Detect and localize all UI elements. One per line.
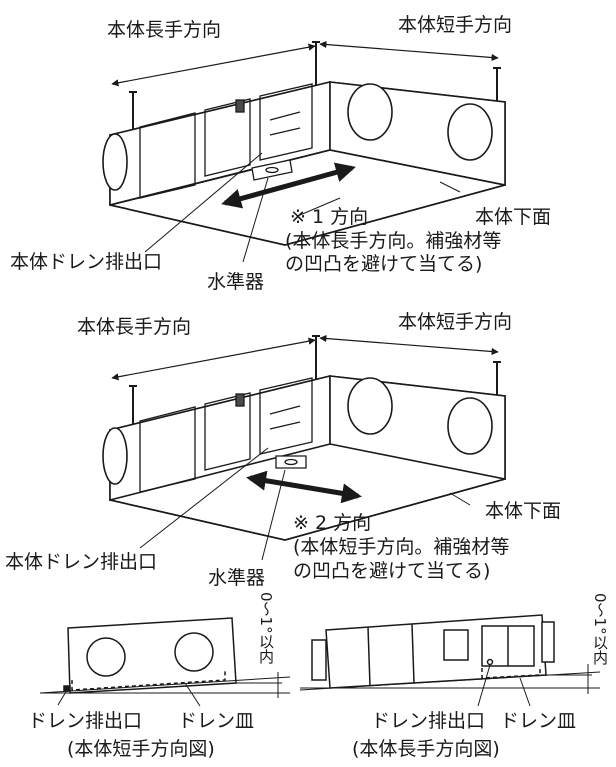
bottom-face-label-1: 本体下面 (475, 206, 552, 228)
direction-arrow-2 (246, 470, 362, 504)
duct-collars-1 (102, 83, 493, 191)
tilt-label-left: 0〜1°以内 (257, 592, 275, 664)
drain-outlet-label-right: ドレン排出口 (371, 710, 486, 732)
orientation-note-1: ※ 1 方向 (290, 206, 369, 228)
caption-left: (本体短手方向図) (67, 738, 215, 760)
long-direction-label-2: 本体長手方向 (77, 316, 192, 338)
side-view-long (311, 614, 555, 689)
drain-outlet-label-2: 本体ドレン排出口 (5, 551, 158, 573)
tilt-indicator-right (299, 664, 601, 694)
direction-arrow-1 (221, 162, 356, 209)
leader-lines-2 (139, 447, 471, 561)
internal-panels-1 (139, 83, 313, 199)
drain-outlet-label-left: ドレン排出口 (28, 710, 143, 732)
side-view-short (63, 617, 237, 694)
orientation-detail-2b: の凹凸を避けて当てる) (293, 560, 491, 582)
duct-collars-2 (102, 377, 493, 485)
tilt-indicator-left (39, 672, 291, 698)
drain-pan-label-left: ドレン皿 (178, 710, 255, 732)
level-label-2: 水準器 (208, 567, 266, 589)
orientation-note-2: ※ 2 方向 (293, 512, 372, 534)
bottom-face-label-2: 本体下面 (485, 500, 562, 522)
long-direction-label-1: 本体長手方向 (107, 19, 222, 41)
drain-pan-label-right: ドレン皿 (500, 710, 577, 732)
drain-outlet-label-1: 本体ドレン排出口 (10, 251, 163, 273)
tilt-label-right: 0〜1°以内 (591, 593, 609, 665)
dimension-lines-1 (111, 40, 499, 87)
orientation-detail-1b: の凹凸を避けて当てる) (285, 253, 483, 275)
orientation-detail-1a: (本体長手方向。補強材等 (285, 230, 502, 252)
internal-panels-2 (139, 377, 313, 493)
dimension-lines-2 (111, 334, 499, 381)
orientation-detail-2a: (本体短手方向。補強材等 (293, 536, 510, 558)
leaders-right (477, 664, 531, 707)
level-label-1: 水準器 (207, 271, 265, 293)
short-direction-label-1: 本体短手方向 (398, 14, 513, 36)
short-direction-label-2: 本体短手方向 (398, 311, 513, 333)
caption-right: (本体長手方向図) (352, 738, 500, 760)
level-tool-2 (275, 455, 307, 469)
leader-lines-1 (144, 152, 461, 263)
leaders-left (57, 682, 201, 707)
